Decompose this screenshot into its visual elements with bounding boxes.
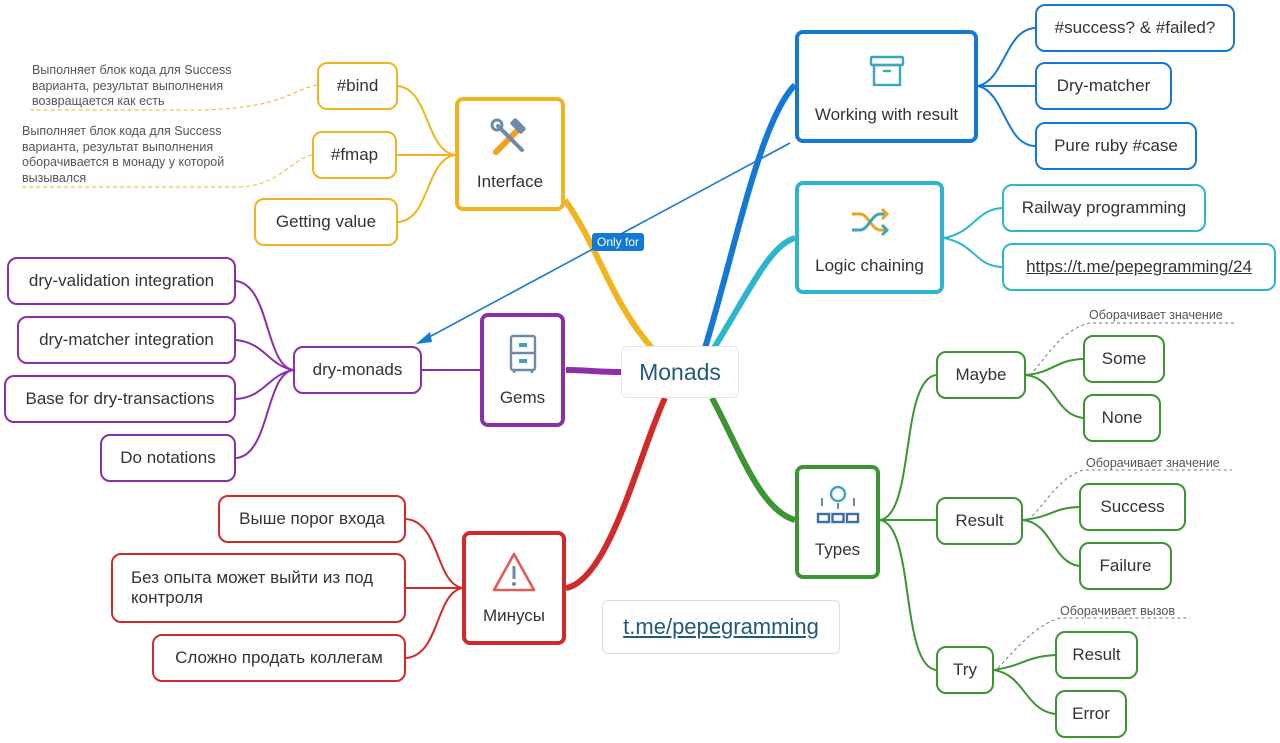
- out-of-control-node[interactable]: Без опыта может выйти из под контроля: [111, 553, 406, 623]
- working-with-result-title: Working with result: [814, 104, 959, 124]
- result-node[interactable]: Result: [936, 497, 1023, 545]
- logic-chaining-hub[interactable]: Logic chaining: [795, 181, 944, 294]
- failure-node[interactable]: Failure: [1079, 542, 1172, 590]
- fmap-note: Выполняет блок кода для Success варианта…: [22, 124, 225, 185]
- archive-box-icon: [865, 49, 909, 93]
- bind-note: Выполняет блок кода для Success варианта…: [32, 63, 232, 108]
- some-node[interactable]: Some: [1083, 335, 1165, 383]
- high-entry-node[interactable]: Выше порог входа: [218, 495, 406, 543]
- hard-to-sell-node[interactable]: Сложно продать коллегам: [152, 634, 406, 682]
- interface-title: Interface: [476, 172, 544, 191]
- tools-icon: [488, 116, 532, 160]
- hierarchy-icon: [816, 484, 860, 528]
- minusy-hub[interactable]: Минусы: [462, 531, 566, 645]
- bind-node[interactable]: #bind: [317, 62, 398, 110]
- none-node[interactable]: None: [1083, 394, 1161, 442]
- success-failed-node[interactable]: #success? & #failed?: [1035, 4, 1235, 52]
- fmap-node[interactable]: #fmap: [312, 131, 397, 179]
- interface-hub[interactable]: Interface: [455, 97, 565, 211]
- footer-link[interactable]: t.me/pepegramming: [602, 600, 840, 654]
- gems-hub[interactable]: Gems: [480, 313, 565, 427]
- success-node[interactable]: Success: [1079, 483, 1186, 531]
- result-note: Оборачивает значение: [1086, 456, 1220, 470]
- maybe-note: Оборачивает значение: [1089, 308, 1223, 322]
- try-result-node[interactable]: Result: [1055, 631, 1138, 679]
- pepegramming-link-node[interactable]: https://t.me/pepegramming/24: [1002, 243, 1276, 291]
- try-node[interactable]: Try: [936, 646, 994, 694]
- shuffle-icon: [848, 200, 892, 244]
- dry-monads-node[interactable]: dry-monads: [293, 346, 422, 394]
- base-for-dry-transactions-node[interactable]: Base for dry-transactions: [4, 375, 236, 423]
- pure-ruby-case-node[interactable]: Pure ruby #case: [1035, 122, 1197, 170]
- warning-icon: [492, 550, 536, 594]
- file-cabinet-icon: [501, 332, 545, 376]
- types-hub[interactable]: Types: [795, 465, 880, 579]
- railway-programming-node[interactable]: Railway programming: [1002, 184, 1206, 232]
- types-title: Types: [814, 540, 861, 559]
- gems-title: Gems: [499, 388, 546, 407]
- logic-chaining-title: Logic chaining: [815, 255, 924, 275]
- minusy-title: Минусы: [482, 606, 546, 625]
- central-topic[interactable]: Monads: [621, 346, 739, 398]
- dry-matcher-node[interactable]: Dry-matcher: [1035, 62, 1172, 110]
- error-node[interactable]: Error: [1055, 690, 1127, 738]
- getting-value-node[interactable]: Getting value: [254, 198, 398, 246]
- working-with-result-hub[interactable]: Working with result: [795, 30, 978, 143]
- try-note: Оборачивает вызов: [1060, 604, 1175, 618]
- only-for-label: Only for: [592, 233, 645, 251]
- maybe-node[interactable]: Maybe: [936, 351, 1026, 399]
- dry-validation-integration-node[interactable]: dry-validation integration: [7, 257, 236, 305]
- dry-matcher-integration-node[interactable]: dry-matcher integration: [17, 316, 236, 364]
- do-notations-node[interactable]: Do notations: [100, 434, 236, 482]
